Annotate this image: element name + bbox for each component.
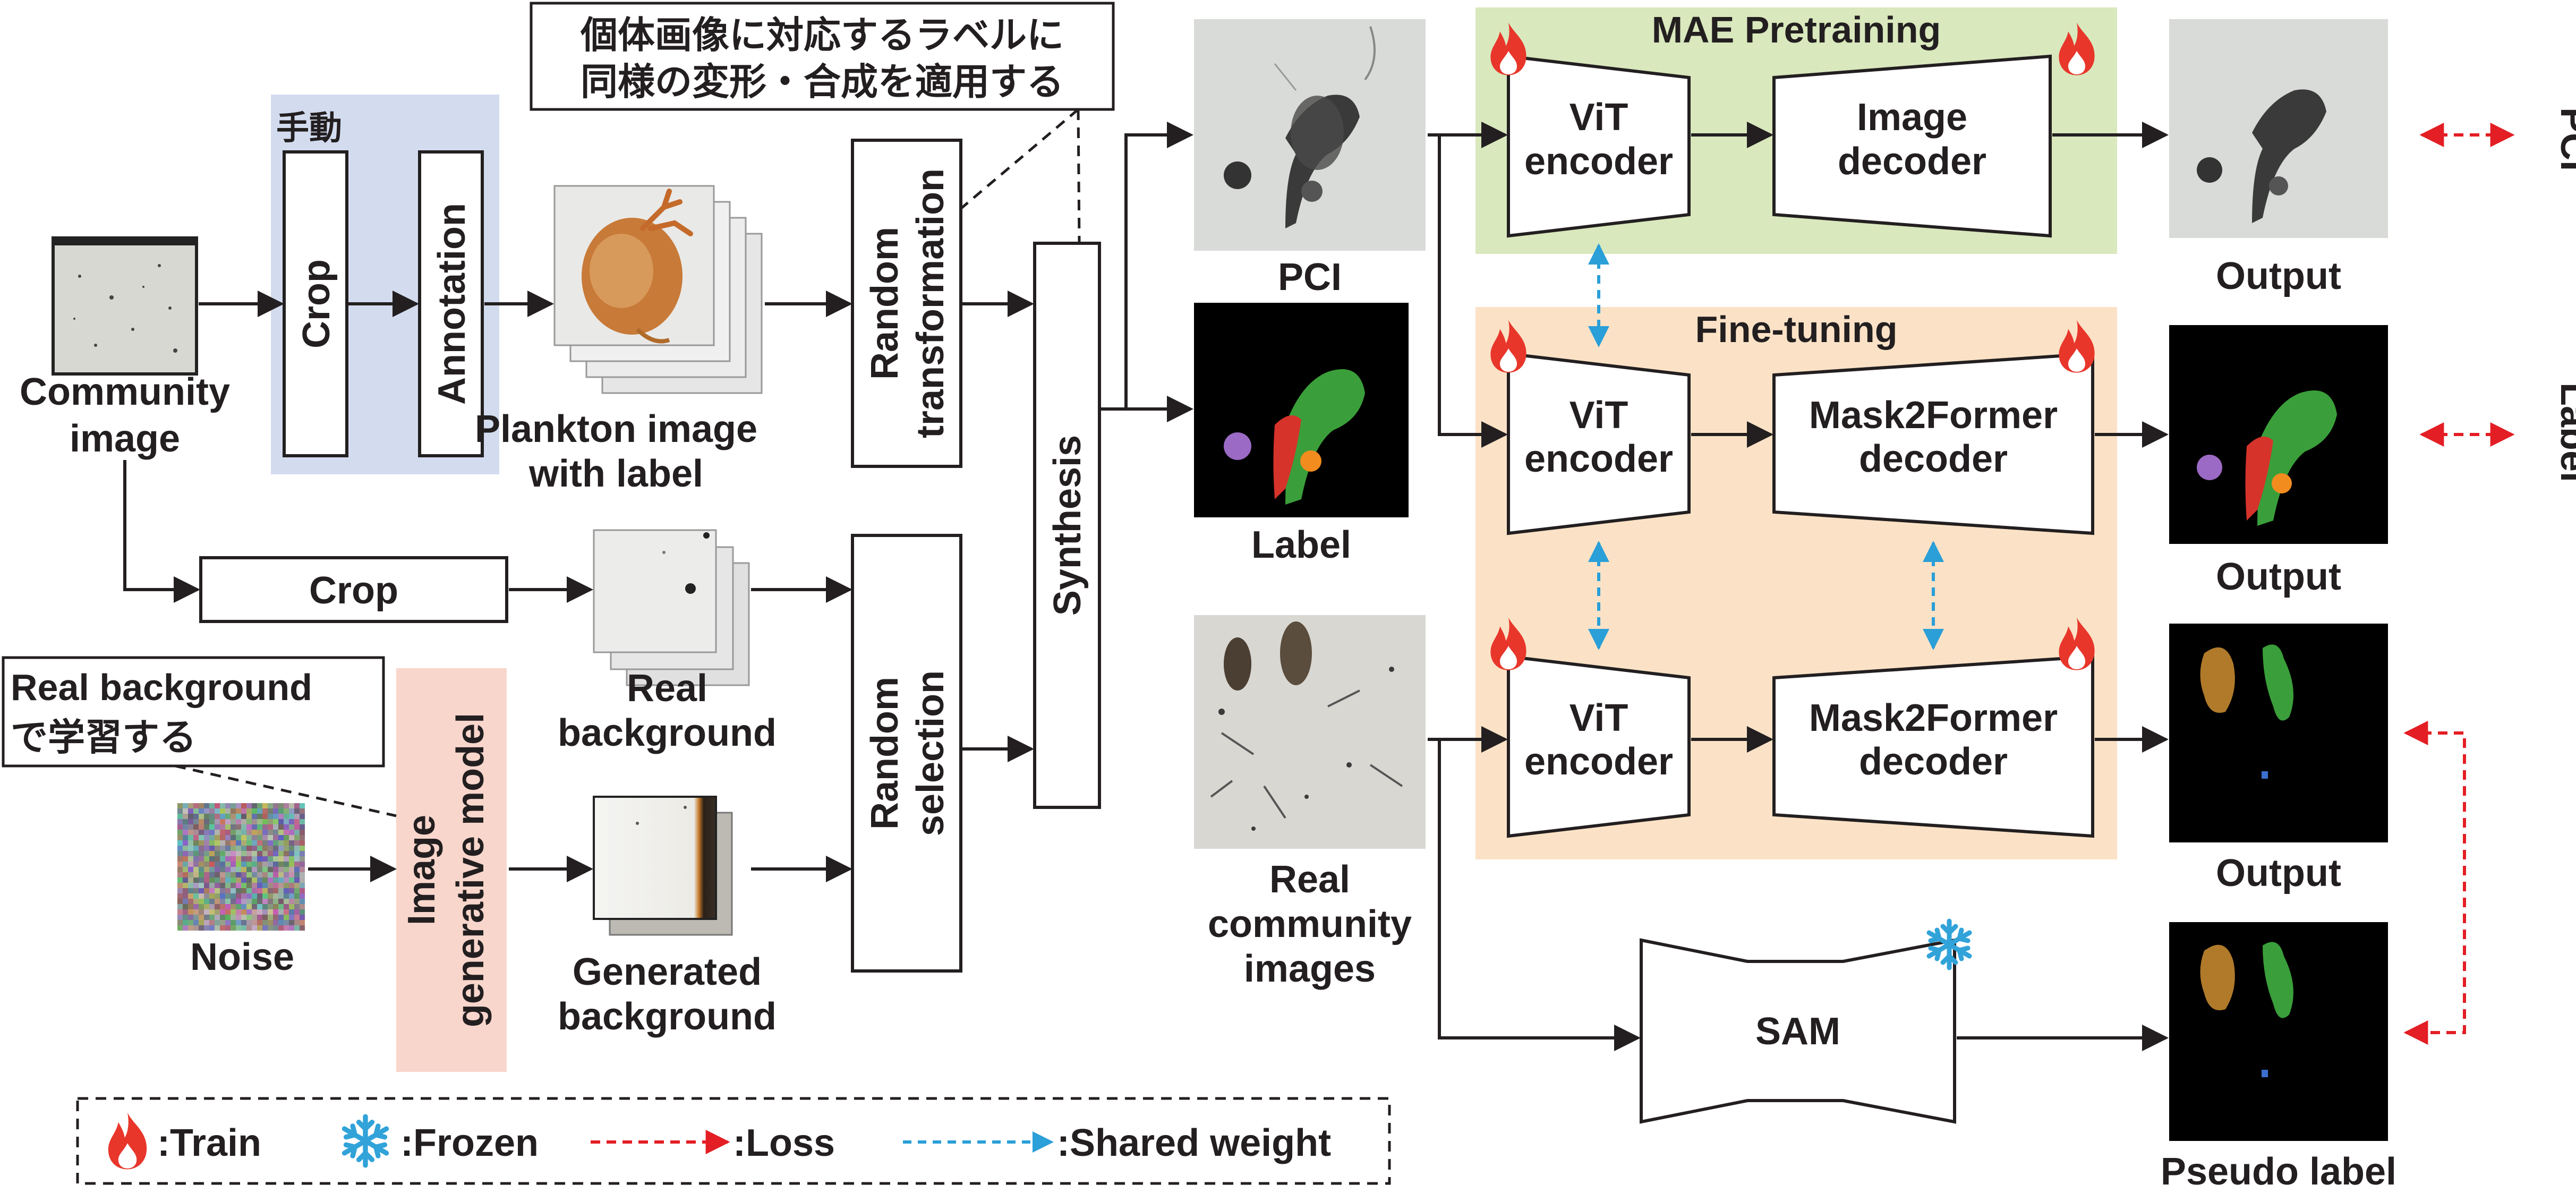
svg-text:decoder: decoder xyxy=(1859,438,2008,480)
mask2former-decoder-finetune: Mask2Former decoder xyxy=(1772,352,2094,535)
flame-icon xyxy=(108,1112,147,1170)
plankton-label-line1: Plankton image xyxy=(475,408,757,450)
legend-train: :Train xyxy=(157,1122,261,1164)
generated-background-label-line2: background xyxy=(558,995,777,1038)
crop-box-vertical xyxy=(283,150,348,457)
real-community-image xyxy=(1194,615,1426,849)
crop-horizontal-label: Crop xyxy=(309,569,398,612)
noise-label: Noise xyxy=(190,936,294,978)
image-decoder: Image decoder xyxy=(1772,54,2052,238)
label-transform-note-box xyxy=(530,2,1115,111)
output-label-3: Output xyxy=(2216,852,2341,894)
svg-text:Mask2Former: Mask2Former xyxy=(1809,697,2058,739)
generative-model-region xyxy=(396,668,507,1072)
random-transformation-box xyxy=(851,139,962,468)
sam-block: SAM xyxy=(1640,938,1956,1124)
label-transform-note-line1: 個体画像に対応するラベルに xyxy=(580,13,1064,57)
annotation-box xyxy=(418,150,484,457)
snowflake-icon xyxy=(344,1117,386,1165)
random-transformation-label-line1: Random xyxy=(864,227,906,380)
random-transformation-label-line2: transformation xyxy=(909,168,952,438)
vit-encoder-real: ViT encoder xyxy=(1507,654,1691,838)
legend-frozen: :Frozen xyxy=(400,1122,539,1164)
generated-background-stack xyxy=(593,796,733,936)
learn-note-line1: Real background xyxy=(11,667,312,708)
label-caption: Label xyxy=(1251,524,1351,566)
random-selection-box xyxy=(851,534,962,973)
real-community-label-line1: Real xyxy=(1269,858,1350,901)
learn-real-background-note-box xyxy=(2,656,385,768)
synthesis-box xyxy=(1033,242,1101,809)
vit-encoder-mae: ViT encoder xyxy=(1507,54,1691,238)
label-image xyxy=(1194,303,1409,517)
real-background-label-line2: background xyxy=(558,712,777,754)
pci-image xyxy=(1194,19,1426,251)
crop-vertical-label: Crop xyxy=(295,259,338,348)
arrow-pci-to-vit-finetune xyxy=(1438,135,1508,448)
output-pci-image xyxy=(2169,19,2388,238)
output-real-image xyxy=(2169,624,2388,842)
noise-image xyxy=(177,803,305,931)
svg-text:decoder: decoder xyxy=(1859,740,2008,783)
legend-shared: :Shared weight xyxy=(1057,1122,1331,1164)
synthesis-label: Synthesis xyxy=(1046,435,1089,616)
output-label-image xyxy=(2169,325,2388,544)
svg-text:ViT: ViT xyxy=(1570,394,1628,437)
arrow-real-to-sam xyxy=(1438,739,1641,1051)
svg-text:encoder: encoder xyxy=(1524,740,1673,783)
random-selection-label-line1: Random xyxy=(864,677,906,830)
svg-text:ViT: ViT xyxy=(1570,96,1628,139)
legend-loss: :Loss xyxy=(733,1122,835,1164)
plankton-image-stack xyxy=(553,185,763,394)
annotation-label: Annotation xyxy=(431,203,473,405)
side-label-label: Label xyxy=(2553,382,2576,482)
real-community-label-line3: images xyxy=(1244,948,1376,990)
gen-model-label-line2: generative model xyxy=(449,713,492,1027)
output-label-2: Output xyxy=(2216,556,2341,598)
svg-text:SAM: SAM xyxy=(1755,1010,1840,1053)
svg-text:decoder: decoder xyxy=(1838,140,1986,183)
gen-model-label-line1: Image xyxy=(400,815,443,925)
vit-encoder-finetune: ViT encoder xyxy=(1507,352,1691,535)
pseudo-label-image xyxy=(2169,922,2388,1141)
learn-note-line2: で学習する xyxy=(11,715,197,759)
crop-box-horizontal xyxy=(199,556,508,623)
svg-text:encoder: encoder xyxy=(1524,140,1673,183)
pseudo-label-caption: Pseudo label xyxy=(2161,1151,2396,1193)
label-transform-note-line2: 同様の変形・合成を適用する xyxy=(581,60,1064,104)
pci-label: PCI xyxy=(1278,256,1342,299)
arrow-synthesis-to-pci xyxy=(1099,122,1193,411)
loss-arrow-pseudo xyxy=(2403,721,2466,1045)
community-image-label-line2: image xyxy=(70,417,180,460)
svg-text:ViT: ViT xyxy=(1570,697,1628,739)
svg-text:encoder: encoder xyxy=(1524,438,1673,480)
real-community-label-line2: community xyxy=(1208,903,1412,945)
legend: :Train :Frozen :Loss :Shared weight xyxy=(76,1097,1391,1185)
real-background-stack xyxy=(593,529,750,686)
mask2former-decoder-real: Mask2Former decoder xyxy=(1772,654,2094,838)
output-label-1: Output xyxy=(2216,255,2341,297)
side-label-pci: PCI xyxy=(2553,107,2576,171)
arrow-community-to-crop-horizontal xyxy=(123,460,200,603)
finetune-region-label: Fine-tuning xyxy=(1695,309,1897,350)
svg-text:Image: Image xyxy=(1857,96,1967,139)
generated-background-label-line1: Generated xyxy=(573,951,762,993)
mae-region-label: MAE Pretraining xyxy=(1652,9,1941,50)
svg-text:Mask2Former: Mask2Former xyxy=(1809,394,2058,437)
real-background-label-line1: Real xyxy=(627,667,707,710)
community-image xyxy=(52,236,198,376)
plankton-label-line2: with label xyxy=(528,453,703,495)
manual-region-label: 手動 xyxy=(276,108,342,147)
random-selection-label-line2: selection xyxy=(909,670,952,836)
community-image-label-line1: Community xyxy=(20,371,230,413)
plankton-specimen xyxy=(582,189,693,344)
